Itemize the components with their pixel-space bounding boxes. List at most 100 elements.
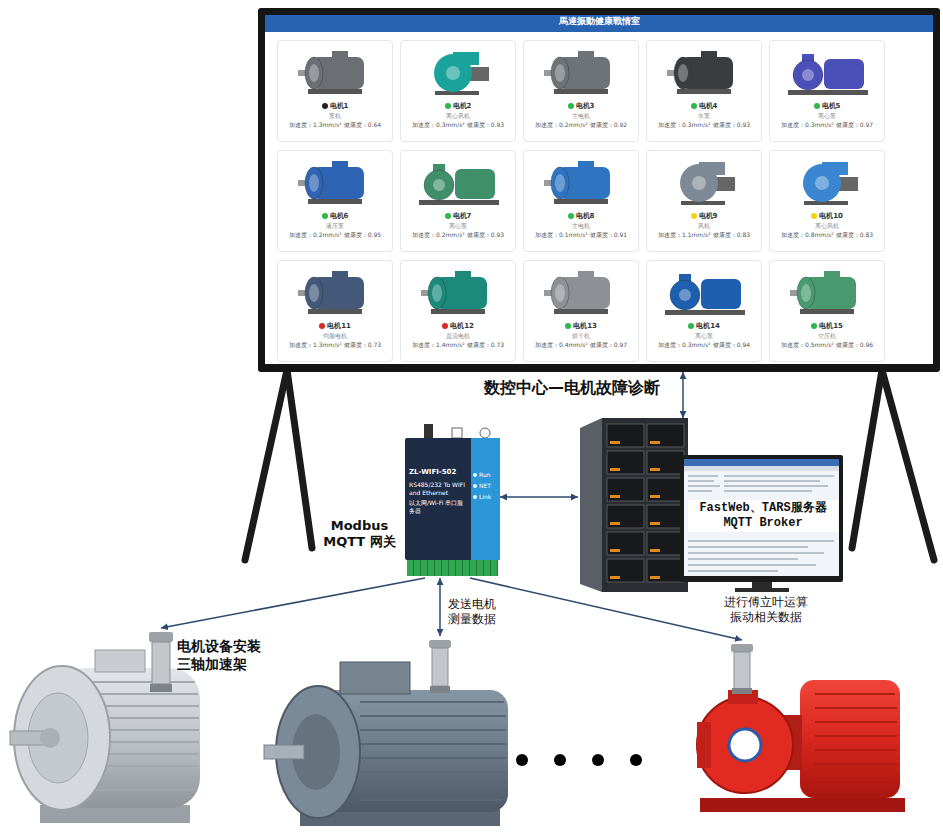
status-dot — [445, 213, 451, 219]
antenna — [424, 424, 433, 438]
icon-part — [428, 277, 446, 309]
status-dot — [811, 213, 817, 219]
icon-part — [424, 170, 454, 200]
machine-icon — [278, 263, 392, 321]
icon-part — [305, 57, 323, 89]
icon-part — [551, 167, 569, 199]
card-name-row: 电机8 — [524, 212, 638, 221]
motor-type: 离心泵 — [401, 222, 515, 230]
status-dot — [814, 103, 820, 109]
card-text: 电机5离心泵加速度：0.3mm/s² 健康度：0.97 — [770, 102, 884, 129]
model-name: ZL-WIFI-502 — [409, 468, 469, 477]
status-dot — [568, 213, 574, 219]
status-dot — [445, 103, 451, 109]
icon-part — [678, 64, 688, 82]
motor-name: 电机12 — [450, 322, 474, 330]
led-dot — [473, 495, 477, 499]
card-text: 电机2离心风机加速度：0.3mm/s² 健康度：0.93 — [401, 102, 515, 129]
motor-type: 直流电机 — [401, 332, 515, 340]
icon-part — [555, 64, 565, 82]
motor-name: 电机8 — [576, 212, 595, 220]
icon-part — [551, 57, 569, 89]
monitor-screen — [684, 459, 839, 576]
card-text: 电机4水泵加速度：0.3mm/s² 健康度：0.93 — [647, 102, 761, 129]
motor-type: 空压机 — [770, 332, 884, 340]
spec-text: 以太网/Wi-Fi 串口服务器 — [409, 499, 469, 514]
icon-part — [679, 289, 691, 301]
motor-name: 电机15 — [819, 322, 843, 330]
monitor — [680, 455, 843, 592]
monitor-caption: FastWeb、TARS服务器 MQTT Broker — [688, 500, 838, 532]
terminal-block — [407, 560, 498, 576]
motor-metrics: 加速度：0.3mm/s² 健康度：0.94 — [647, 341, 761, 349]
motor-card: 电机12直流电机加速度：1.4mm/s² 健康度：0.73 — [400, 260, 516, 362]
stand-leg — [245, 370, 287, 560]
motor-card: 电机11伺服电机加速度：1.3mm/s² 健康度：0.73 — [277, 260, 393, 362]
led-row: NET — [473, 479, 491, 489]
icon-part — [824, 59, 864, 89]
status-dot — [691, 213, 697, 219]
icon-part — [308, 309, 362, 314]
gateway-plate: ZL-WIFI-502RS485/232 To WIFI and Etherne… — [409, 468, 469, 517]
machine-icon — [770, 263, 884, 321]
icon-part — [680, 164, 718, 202]
motor-card: 电机3主电机加速度：0.2mm/s² 健康度：0.92 — [523, 40, 639, 142]
motor-name: 电机7 — [453, 212, 472, 220]
server-tower — [580, 418, 688, 592]
icon-part — [674, 57, 692, 89]
motor-metrics: 加速度：0.2mm/s² 健康度：0.95 — [278, 231, 392, 239]
screen-title: 馬達振動健康戰情室 — [265, 15, 933, 32]
motor-silver — [10, 632, 200, 823]
led-row: Run — [473, 468, 491, 478]
card-text: 电机13烘干机加速度：0.4mm/s² 健康度：0.97 — [524, 322, 638, 349]
card-name-row: 电机4 — [647, 102, 761, 111]
icon-part — [554, 89, 608, 94]
machine-icon — [401, 263, 515, 321]
process-note: 进行傅立叶运算 振动相关数据 — [714, 595, 818, 625]
card-text: 电机7离心泵加速度：0.2mm/s² 健康度：0.93 — [401, 212, 515, 239]
icon-part — [701, 279, 741, 309]
card-text: 电机11伺服电机加速度：1.3mm/s² 健康度：0.73 — [278, 322, 392, 349]
motor-metrics: 加速度：1.3mm/s² 健康度：0.64 — [278, 121, 392, 129]
motor-grey — [264, 640, 508, 826]
motor-name: 电机2 — [453, 102, 472, 110]
motor-name: 电机4 — [699, 102, 718, 110]
motor-metrics: 加速度：0.1mm/s² 健康度：0.91 — [524, 231, 638, 239]
connector-arrow — [161, 578, 425, 628]
motor-card: 电机1泵机加速度：1.3mm/s² 健康度：0.64 — [277, 40, 393, 142]
motor-metrics: 加速度：1.3mm/s² 健康度：0.73 — [278, 341, 392, 349]
icon-part — [431, 309, 485, 314]
motor-card: 电机6液压泵加速度：0.2mm/s² 健康度：0.95 — [277, 150, 393, 252]
motor-type: 泵机 — [278, 112, 392, 120]
motor-unit — [692, 640, 908, 818]
icon-part — [434, 54, 472, 92]
icon-part — [309, 174, 319, 192]
status-dot — [322, 103, 328, 109]
card-name-row: 电机12 — [401, 322, 515, 331]
edge-label: 发送电机 测量数据 — [448, 597, 510, 627]
icon-part — [305, 167, 323, 199]
motor-name: 电机14 — [696, 322, 720, 330]
machine-icon — [401, 153, 515, 211]
card-name-row: 电机10 — [770, 212, 884, 221]
monitor-frame — [680, 455, 843, 582]
card-name-row: 电机15 — [770, 322, 884, 331]
icon-part — [692, 176, 706, 190]
card-name-row: 电机5 — [770, 102, 884, 111]
motor-unit: 电机设备安装 三轴加速架 — [5, 628, 210, 828]
icon-part — [797, 277, 815, 309]
stand-leg — [882, 370, 934, 560]
menu-bar — [684, 466, 839, 471]
icon-part — [788, 90, 868, 95]
motor-metrics: 加速度：0.5mm/s² 健康度：0.96 — [770, 341, 884, 349]
machine-icon — [524, 153, 638, 211]
motor-card: 电机13烘干机加速度：0.4mm/s² 健康度：0.97 — [523, 260, 639, 362]
card-text: 电机9风机加速度：1.1mm/s² 健康度：0.83 — [647, 212, 761, 239]
motor-metrics: 加速度：0.3mm/s² 健康度：0.93 — [647, 121, 761, 129]
motor-name: 电机10 — [819, 212, 843, 220]
icon-part — [554, 309, 608, 314]
icon-part — [554, 199, 608, 204]
motor-unit — [255, 636, 512, 830]
led-dot — [473, 484, 477, 488]
motor-type: 烘干机 — [524, 332, 638, 340]
